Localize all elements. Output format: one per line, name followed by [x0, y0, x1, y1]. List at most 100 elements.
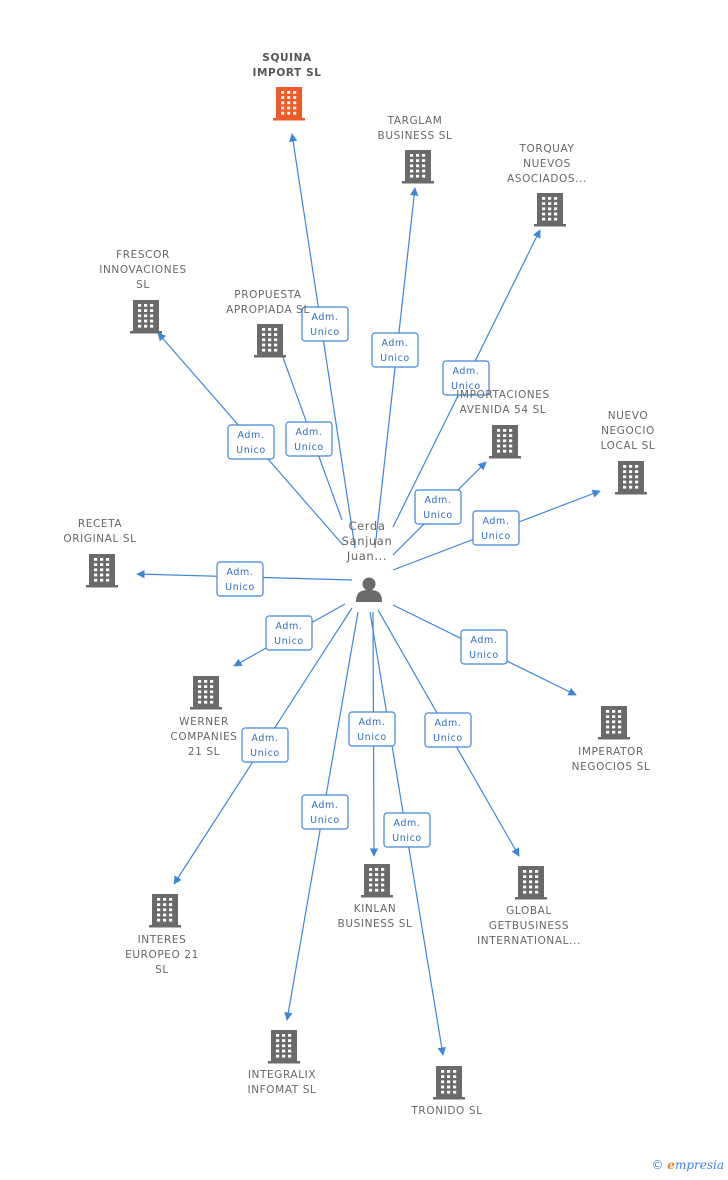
building-icon [598, 706, 630, 740]
building-icon [268, 1030, 300, 1064]
company-name-line: GETBUSINESS [489, 920, 569, 932]
edge-label-box [472, 510, 520, 546]
edge-label-text: Unico [392, 833, 422, 844]
edge-label-box [383, 812, 431, 848]
company-node-targlam[interactable]: TARGLAM BUSINESS SL [378, 115, 453, 184]
edge-label-box [265, 615, 313, 651]
edge-label-text: Adm. [434, 718, 461, 729]
company-node-frescor[interactable]: FRESCOR INNOVACIONES SL [99, 249, 186, 334]
company-name-line: SQUINA [262, 52, 312, 64]
edge-label-text: Unico [310, 327, 340, 338]
company-node-torquay[interactable]: TORQUAYNUEVOSASOCIADOS... [507, 143, 587, 227]
company-name-line: INNOVACIONES [99, 264, 186, 276]
company-name-line: FRESCOR [116, 249, 170, 261]
person-icon [356, 577, 382, 602]
edge-label-box [301, 306, 349, 342]
company-name-line: COMPANIES [170, 731, 237, 743]
edge-label-integralix: Adm. Unico [301, 794, 349, 830]
edge-label-text: Adm. [295, 427, 322, 438]
edge-label-text: Unico [469, 650, 499, 661]
edge-label-text: Unico [481, 531, 511, 542]
company-name-line: ASOCIADOS... [507, 173, 587, 185]
building-icon [433, 1066, 465, 1100]
edge-label-text: Adm. [482, 516, 509, 527]
brand-initial: e [667, 1158, 675, 1172]
edge-label-text: Unico [225, 582, 255, 593]
building-icon [254, 324, 286, 358]
building-icon [489, 425, 521, 459]
company-name-line: GLOBAL [506, 905, 552, 917]
empresia-watermark: © empresia [651, 1158, 724, 1172]
edge-label-text: Unico [451, 381, 481, 392]
edge-label-torquay: Adm.Unico [442, 360, 490, 396]
company-name-line: NEGOCIO [601, 425, 655, 437]
edge-label-box [301, 794, 349, 830]
edge-label-werner: Adm.Unico [265, 615, 313, 651]
company-name-line: IMPORTACIONES [456, 389, 550, 401]
company-name-line: BUSINESS SL [378, 130, 453, 142]
edge-label-text: Adm. [226, 567, 253, 578]
edge-label-receta: Adm. Unico [216, 561, 264, 597]
company-name-line: 21 SL [188, 746, 220, 758]
company-node-global[interactable]: GLOBALGETBUSINESSINTERNATIONAL... [477, 866, 581, 947]
edge-label-imperator: Adm. Unico [460, 629, 508, 665]
edge-label-box [414, 489, 462, 525]
company-name-line: NUEVO [608, 410, 648, 422]
company-name-line: APROPIADA SL [226, 304, 310, 316]
edge-label-text: Unico [423, 510, 453, 521]
edge-label-text: Adm. [381, 338, 408, 349]
building-icon [515, 866, 547, 900]
company-name-line: AVENIDA 54 SL [460, 404, 547, 416]
building-icon [86, 554, 118, 588]
building-icon [361, 864, 393, 898]
person-name-line: Cerda [349, 519, 386, 533]
edge-label-importaciones: Adm.Unico [414, 489, 462, 525]
company-name-line: TRONIDO SL [410, 1105, 482, 1117]
company-node-integralix[interactable]: INTEGRALIX INFOMAT SL [248, 1030, 317, 1096]
edge-label-text: Adm. [311, 800, 338, 811]
edge-label-box [285, 421, 333, 457]
edge-label-text: Unico [274, 636, 304, 647]
building-icon [402, 150, 434, 184]
edge-label-global: Adm. Unico [424, 712, 472, 748]
company-name-line: INFOMAT SL [248, 1084, 317, 1096]
brand-name: mpresia [674, 1158, 724, 1172]
company-name-line: SL [155, 964, 169, 976]
edge-label-kinlan: Adm.Unico [348, 711, 396, 747]
company-node-importaciones[interactable]: IMPORTACIONES AVENIDA 54 SL [456, 389, 550, 459]
edge-label-box [216, 561, 264, 597]
company-name-line: EUROPEO 21 [125, 949, 199, 961]
edge-label-propuesta: Adm.Unico [285, 421, 333, 457]
edge-label-text: Adm. [237, 430, 264, 441]
edge-label-text: Unico [310, 815, 340, 826]
copyright-symbol: © [651, 1158, 664, 1172]
edge-label-targlam: Adm.Unico [371, 332, 419, 368]
company-name-line: ORIGINAL SL [63, 533, 136, 545]
edge-label-nuevo: Adm. Unico [472, 510, 520, 546]
edge-label-text: Adm. [393, 818, 420, 829]
company-node-tronido[interactable]: TRONIDO SL [410, 1066, 482, 1117]
person-node[interactable]: CerdaSanjuanJuan... [342, 519, 393, 602]
company-name-line: INTEGRALIX [248, 1069, 316, 1081]
company-name-line: NEGOCIOS SL [572, 761, 651, 773]
company-name-line: SL [136, 279, 150, 291]
building-icon [273, 87, 305, 121]
edge-label-text: Unico [236, 445, 266, 456]
edge-label-box [442, 360, 490, 396]
edge-label-text: Adm. [470, 635, 497, 646]
edge-label-text: Unico [433, 733, 463, 744]
edge-label-tronido: Adm. Unico [383, 812, 431, 848]
company-name-line: NUEVOS [523, 158, 571, 170]
edge-label-box [371, 332, 419, 368]
edge-label-text: Adm. [251, 733, 278, 744]
company-name-line: TARGLAM [387, 115, 443, 127]
